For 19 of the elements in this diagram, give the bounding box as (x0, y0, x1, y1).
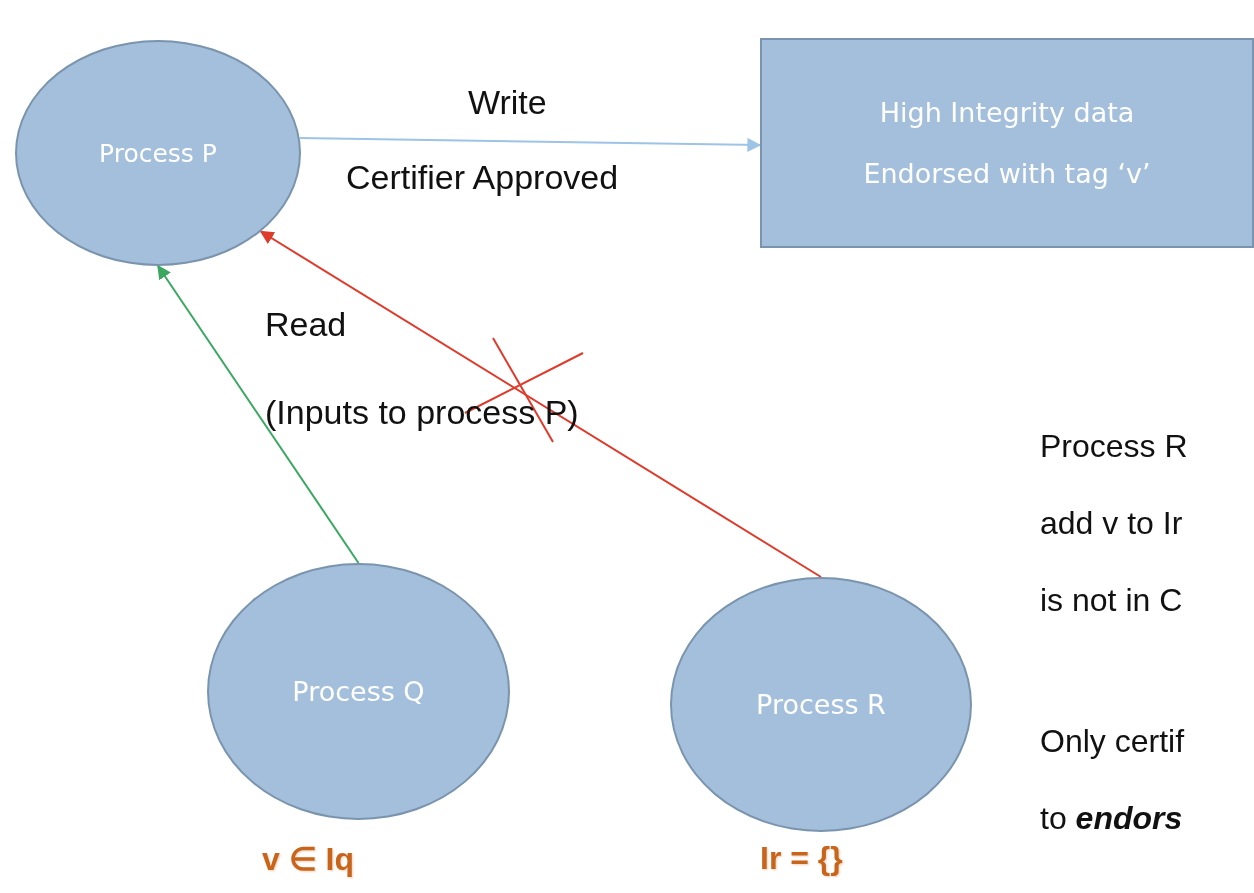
note-text: to endors (1040, 800, 1183, 837)
arrow (259, 230, 822, 578)
note-text: Only certif (1040, 723, 1185, 760)
edge-label: Write (468, 83, 547, 122)
arrow (157, 264, 360, 564)
note-text: Read (265, 305, 347, 344)
note-text: is not in C (1040, 582, 1183, 619)
data-box (760, 38, 1254, 248)
node-label: Process P (99, 138, 217, 168)
note-text: Certifier Approved (346, 158, 619, 197)
node-label: Endorsed with tag ‘v’ (863, 158, 1151, 189)
note-text: add v to Ir (1040, 505, 1183, 542)
node-label: Process R (756, 689, 886, 720)
set-formula: Ir = {} (760, 840, 843, 877)
node-label: Process Q (292, 676, 425, 707)
note-text: Process R (1040, 428, 1188, 465)
set-formula: v ∈ Iq (262, 840, 354, 878)
arrow (298, 137, 762, 152)
node-label: High Integrity data (879, 97, 1135, 128)
